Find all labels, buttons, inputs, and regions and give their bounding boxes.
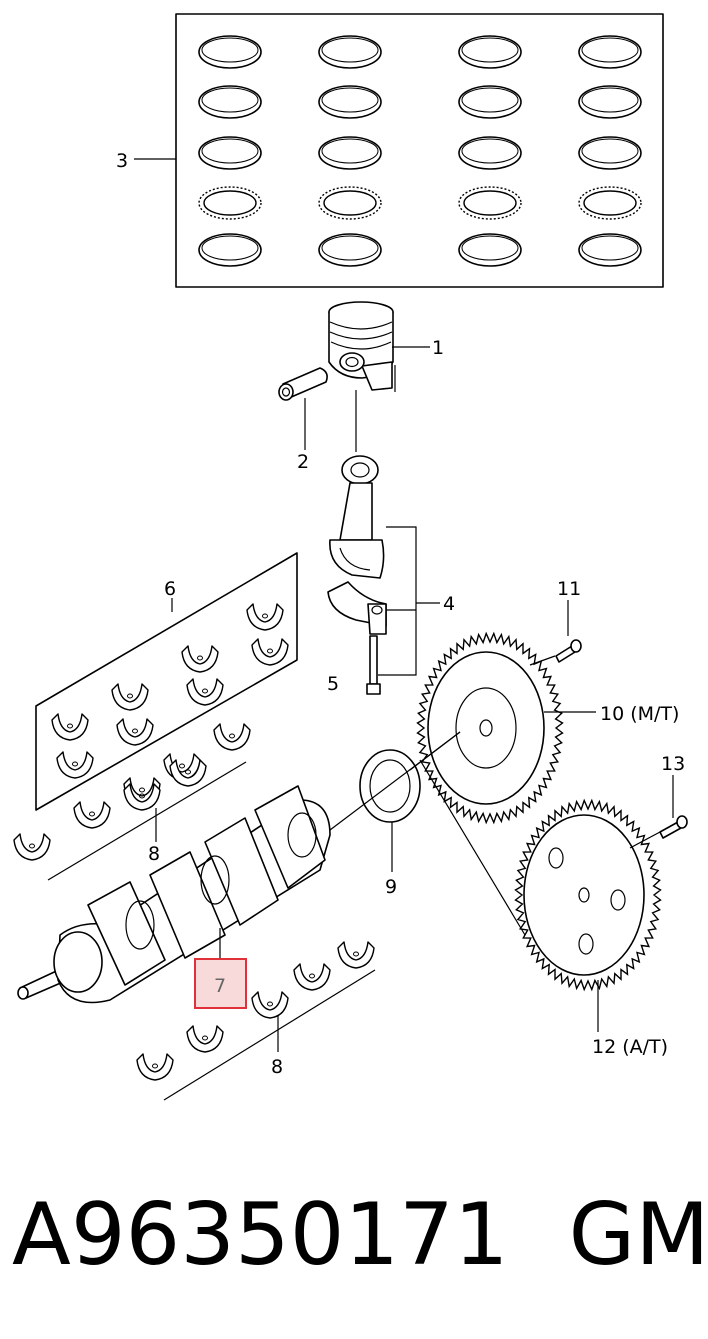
bearing-shell (186, 678, 224, 706)
flywheel-bolt (555, 639, 582, 663)
highlighted-callout-7[interactable]: 7 (194, 958, 247, 1009)
bearing-shell (111, 683, 149, 711)
flexplate-bolt (659, 815, 688, 839)
connecting-rod (329, 455, 385, 579)
piston (328, 301, 394, 391)
bearing-shell (73, 801, 111, 829)
piston-ring (450, 136, 522, 170)
bearing-shell (56, 751, 94, 779)
piston-ring (318, 186, 382, 220)
bearing-shell (251, 638, 289, 666)
bearing-shell (213, 723, 251, 751)
callouts: 3 1 2 6 4 5 11 10 (M/T) 13 8 9 8 12 (A/T… (116, 150, 685, 1078)
bearing-shell (181, 645, 219, 673)
bearing-shell (186, 1025, 224, 1053)
callout-6: 6 (164, 578, 176, 600)
callout-7: 7 (214, 975, 226, 997)
part-number: A96350171 (12, 1185, 509, 1285)
piston-ring (570, 85, 642, 119)
callout-1: 1 (432, 337, 444, 359)
piston-ring (450, 85, 522, 119)
part-number-banner: A96350171 GM (12, 1180, 708, 1290)
callout-12: 12 (A/T) (592, 1036, 668, 1058)
bearing-shell (13, 833, 51, 861)
piston-ring (570, 233, 642, 267)
bearing-shell (293, 963, 331, 991)
piston-ring (570, 136, 642, 170)
main-bearing-upper-set (13, 723, 251, 881)
piston-ring (310, 35, 382, 69)
piston-ring (578, 186, 642, 220)
piston-ring (450, 233, 522, 267)
piston-pin (278, 367, 328, 401)
piston-ring (190, 35, 262, 69)
callout-10: 10 (M/T) (600, 703, 679, 725)
rod-cap (327, 581, 387, 635)
piston-ring (458, 186, 522, 220)
crankshaft (17, 785, 331, 1004)
rear-oil-seal (359, 749, 421, 823)
bearing-shell (337, 941, 375, 969)
brand-name: GM (568, 1185, 708, 1285)
piston-ring (450, 35, 522, 69)
callout-9: 9 (385, 876, 397, 898)
flywheel-mt (416, 631, 564, 825)
callout-2: 2 (297, 451, 309, 473)
piston-ring-set (175, 13, 664, 288)
callout-11: 11 (557, 578, 581, 600)
callout-3: 3 (116, 150, 128, 172)
piston-ring (190, 233, 262, 267)
callout-5: 5 (327, 673, 339, 695)
rod-bolt (366, 635, 381, 695)
bearing-shell (116, 718, 154, 746)
piston-ring (190, 85, 262, 119)
piston-ring (310, 233, 382, 267)
bearing-shell (251, 991, 289, 1019)
main-bearing-lower-set (136, 941, 376, 1101)
callout-8-upper: 8 (148, 843, 160, 865)
rod-bearing-set (35, 552, 298, 811)
bearing-shell (246, 603, 284, 631)
leader-lines (134, 158, 674, 1052)
callout-4: 4 (443, 593, 455, 615)
callout-13: 13 (661, 753, 685, 775)
bearing-shell (136, 1053, 174, 1081)
piston-ring (570, 35, 642, 69)
bearing-shell (123, 783, 161, 811)
bearing-shell (169, 759, 207, 787)
piston-ring (190, 136, 262, 170)
bearing-shell (51, 713, 89, 741)
piston-ring (310, 85, 382, 119)
callout-8-lower: 8 (271, 1056, 283, 1078)
piston-ring (198, 186, 262, 220)
flexplate-at (514, 798, 662, 992)
piston-ring (310, 136, 382, 170)
